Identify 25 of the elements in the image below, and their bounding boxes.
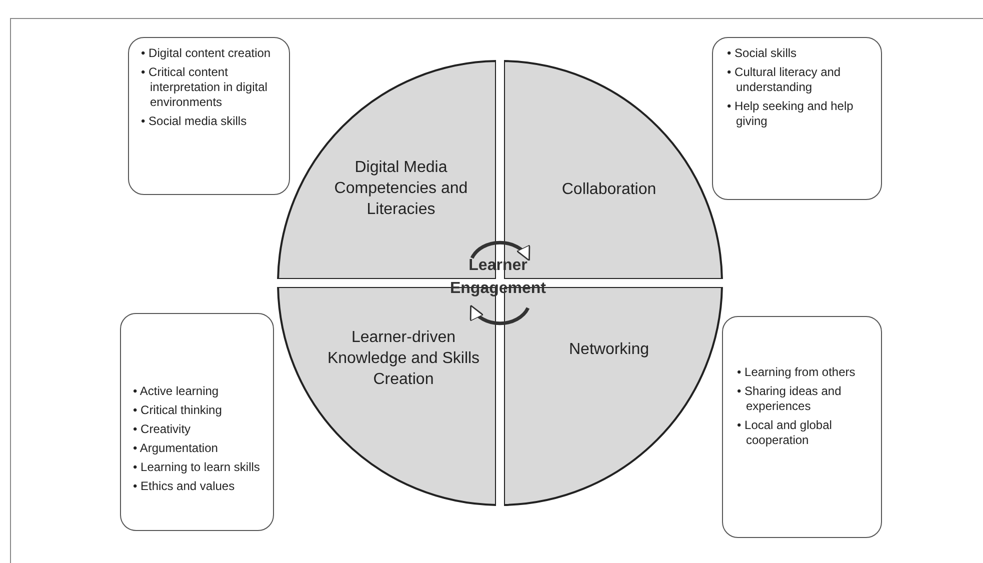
- bullet-item: • Creativity: [133, 422, 192, 437]
- bullet-list-box: [128, 37, 290, 195]
- bullet-item: • Help seeking and help giving: [727, 99, 854, 129]
- quadrant-title: Learner-driven Knowledge and Skills Creation: [326, 328, 481, 390]
- bullet-item: • Active learning: [133, 384, 220, 399]
- quadrant-title: Collaboration: [560, 180, 658, 200]
- quadrant-title: Networking: [568, 340, 650, 360]
- bullet-list-box: [120, 313, 274, 531]
- bullet-item: • Cultural literacy and understanding: [727, 65, 842, 95]
- bullet-item: • Local and global cooperation: [737, 418, 833, 448]
- bullet-item: • Sharing ideas and experiences: [737, 384, 842, 414]
- bullet-item: • Social skills: [727, 46, 798, 61]
- bullet-item: • Critical thinking: [133, 403, 223, 418]
- quadrant-title: Digital Media Competencies and Literacies: [333, 158, 469, 220]
- bullet-item: • Social media skills: [141, 114, 248, 129]
- bullet-item: • Ethics and values: [133, 479, 236, 494]
- cycle-arrow: [470, 240, 530, 262]
- bullet-list-box: [722, 316, 882, 538]
- bullet-item: • Argumentation: [133, 441, 219, 456]
- bullet-list-box: [712, 37, 882, 200]
- bullet-item: • Learning from others: [737, 365, 856, 380]
- bullet-item: • Learning to learn skills: [133, 460, 261, 475]
- cycle-arrow: [470, 304, 530, 326]
- bullet-item: • Digital content creation: [141, 46, 272, 61]
- bullet-item: • Critical content interpretation in digital environments: [141, 65, 268, 110]
